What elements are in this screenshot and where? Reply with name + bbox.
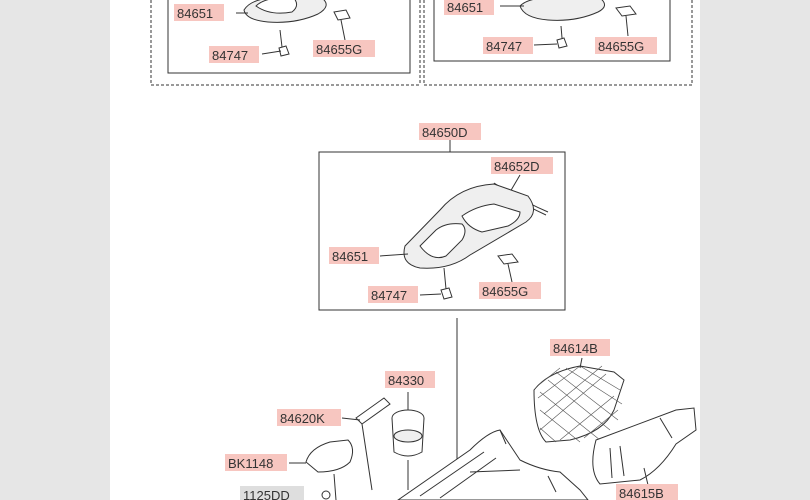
part-1125DD — [321, 473, 337, 500]
part-84614B — [533, 357, 625, 443]
part-labels: 84651 84747 84655G 84651 84747 84655G 84… — [174, 0, 678, 500]
label-top-right-84655G: 84655G — [598, 39, 644, 54]
part-84615B — [592, 407, 697, 486]
label-84620K: 84620K — [280, 411, 325, 426]
main-assembly — [318, 140, 566, 311]
label-84652D: 84652D — [494, 159, 540, 174]
label-84650D: 84650D — [422, 125, 468, 140]
label-main-84651: 84651 — [332, 249, 368, 264]
part-84620K — [341, 397, 391, 491]
part-BK1148 — [289, 439, 354, 473]
label-BK1148: BK1148 — [228, 456, 273, 471]
label-top-right-84747: 84747 — [486, 39, 522, 54]
top-left-assembly — [150, 0, 421, 86]
label-main-84655G: 84655G — [482, 284, 528, 299]
label-top-right-84651: 84651 — [447, 0, 483, 15]
label-84614B: 84614B — [553, 341, 598, 356]
console-body — [397, 429, 589, 500]
part-84330 — [391, 392, 425, 490]
top-right-assembly — [423, 0, 693, 86]
label-top-left-84655G: 84655G — [316, 42, 362, 57]
label-84615B: 84615B — [619, 486, 664, 500]
label-top-left-84651: 84651 — [177, 6, 213, 21]
label-84330: 84330 — [388, 373, 424, 388]
label-main-84747: 84747 — [371, 288, 407, 303]
label-1125DD: 1125DD — [243, 488, 290, 500]
label-top-left-84747: 84747 — [212, 48, 248, 63]
